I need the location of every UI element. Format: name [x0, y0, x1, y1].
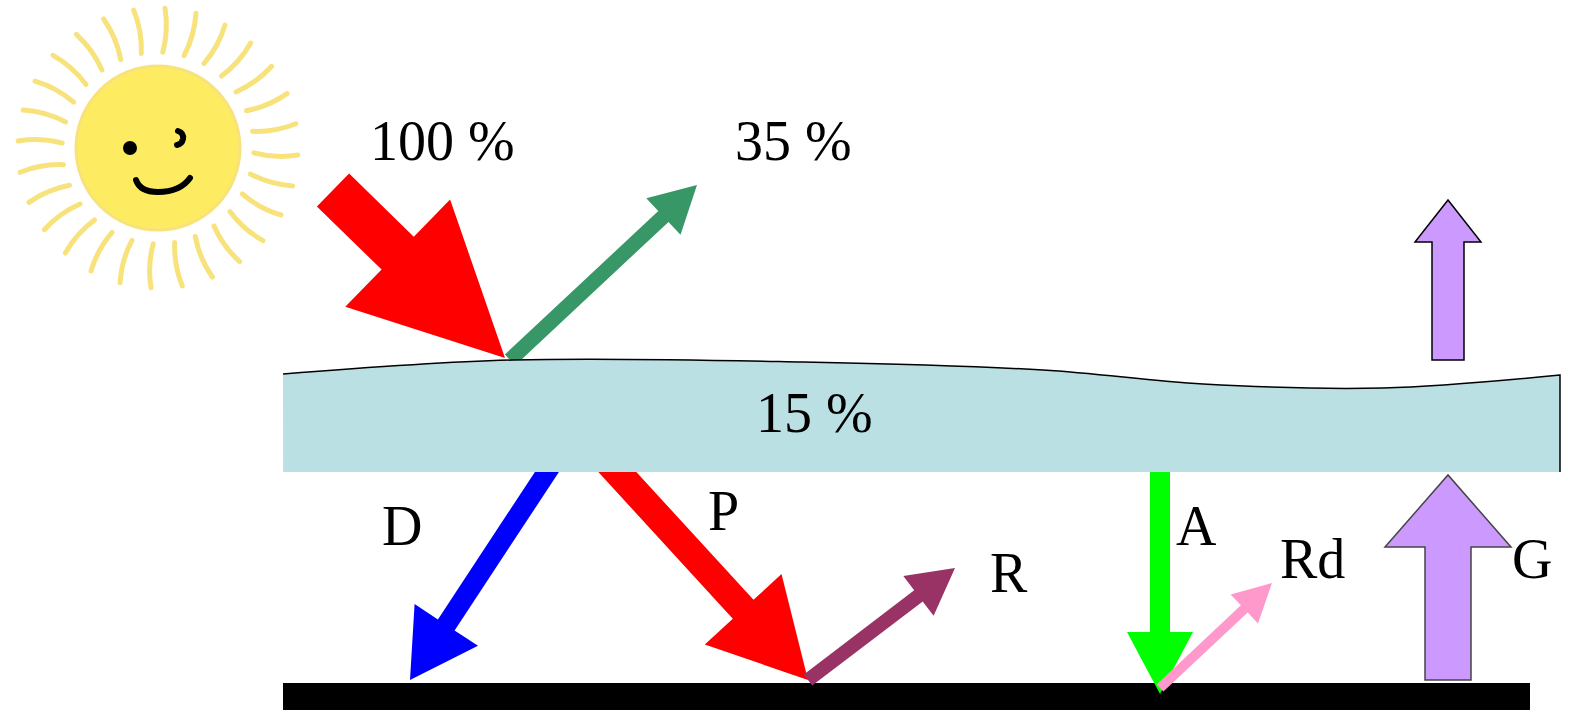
- sun-ray: [230, 212, 263, 241]
- reflected-arrow: [505, 185, 697, 366]
- percentage-label: 100 %: [370, 113, 515, 169]
- ground-emission-arrow: [1385, 475, 1511, 680]
- atmosphere-shape: [283, 359, 1560, 472]
- sun-ray: [214, 226, 240, 262]
- component-letter: D: [382, 498, 422, 554]
- component-letter: P: [708, 483, 739, 539]
- sun-ray: [150, 244, 154, 288]
- sun-disc: [76, 66, 240, 230]
- sun-ray: [254, 153, 298, 157]
- outgoing-arrow: [1415, 200, 1481, 360]
- sun-ray: [104, 19, 121, 60]
- sun-ray: [76, 34, 102, 70]
- sun-ray: [65, 220, 94, 253]
- sun-ray: [195, 236, 212, 277]
- percentage-label: 35 %: [735, 113, 852, 169]
- incoming-arrow: [317, 174, 505, 359]
- sun-ray: [222, 43, 251, 76]
- sun-ray: [163, 8, 167, 52]
- sun-ray: [29, 185, 70, 202]
- sun-ray: [236, 66, 272, 92]
- sun-ray: [44, 204, 80, 230]
- sun-ray: [20, 165, 63, 173]
- atmosphere-band: 15 %: [283, 352, 1563, 472]
- sun-ray: [35, 81, 74, 102]
- sun-symbol: [18, 8, 298, 288]
- sun-ray: [246, 94, 287, 111]
- component-letter: G: [1512, 531, 1552, 587]
- component-letter: Rd: [1280, 531, 1345, 587]
- ground-bar: [283, 683, 1530, 710]
- sun-ray: [120, 240, 132, 282]
- component-letter: A: [1176, 498, 1216, 554]
- sun-ray: [204, 25, 225, 64]
- sun-ray: [253, 124, 296, 132]
- atmosphere-outline: [283, 352, 1563, 472]
- sun-eye: [123, 141, 137, 155]
- sun-ray: [23, 110, 65, 122]
- percentage-label: 15 %: [756, 385, 873, 441]
- sun-smile: [136, 178, 190, 192]
- ground-reflected-arrow: [804, 568, 955, 686]
- sun-ray: [175, 243, 183, 286]
- sun-ray: [250, 174, 292, 186]
- sun-ray: [242, 194, 281, 215]
- sun-ray: [134, 10, 142, 53]
- reflected-atmosphere-arrow: [1157, 583, 1272, 692]
- sun-ray: [18, 140, 62, 144]
- sun-ray: [91, 232, 112, 271]
- component-letter: R: [990, 545, 1027, 601]
- sun-ray: [184, 13, 196, 55]
- sun-ray: [53, 55, 86, 84]
- sun-eye: [177, 131, 183, 145]
